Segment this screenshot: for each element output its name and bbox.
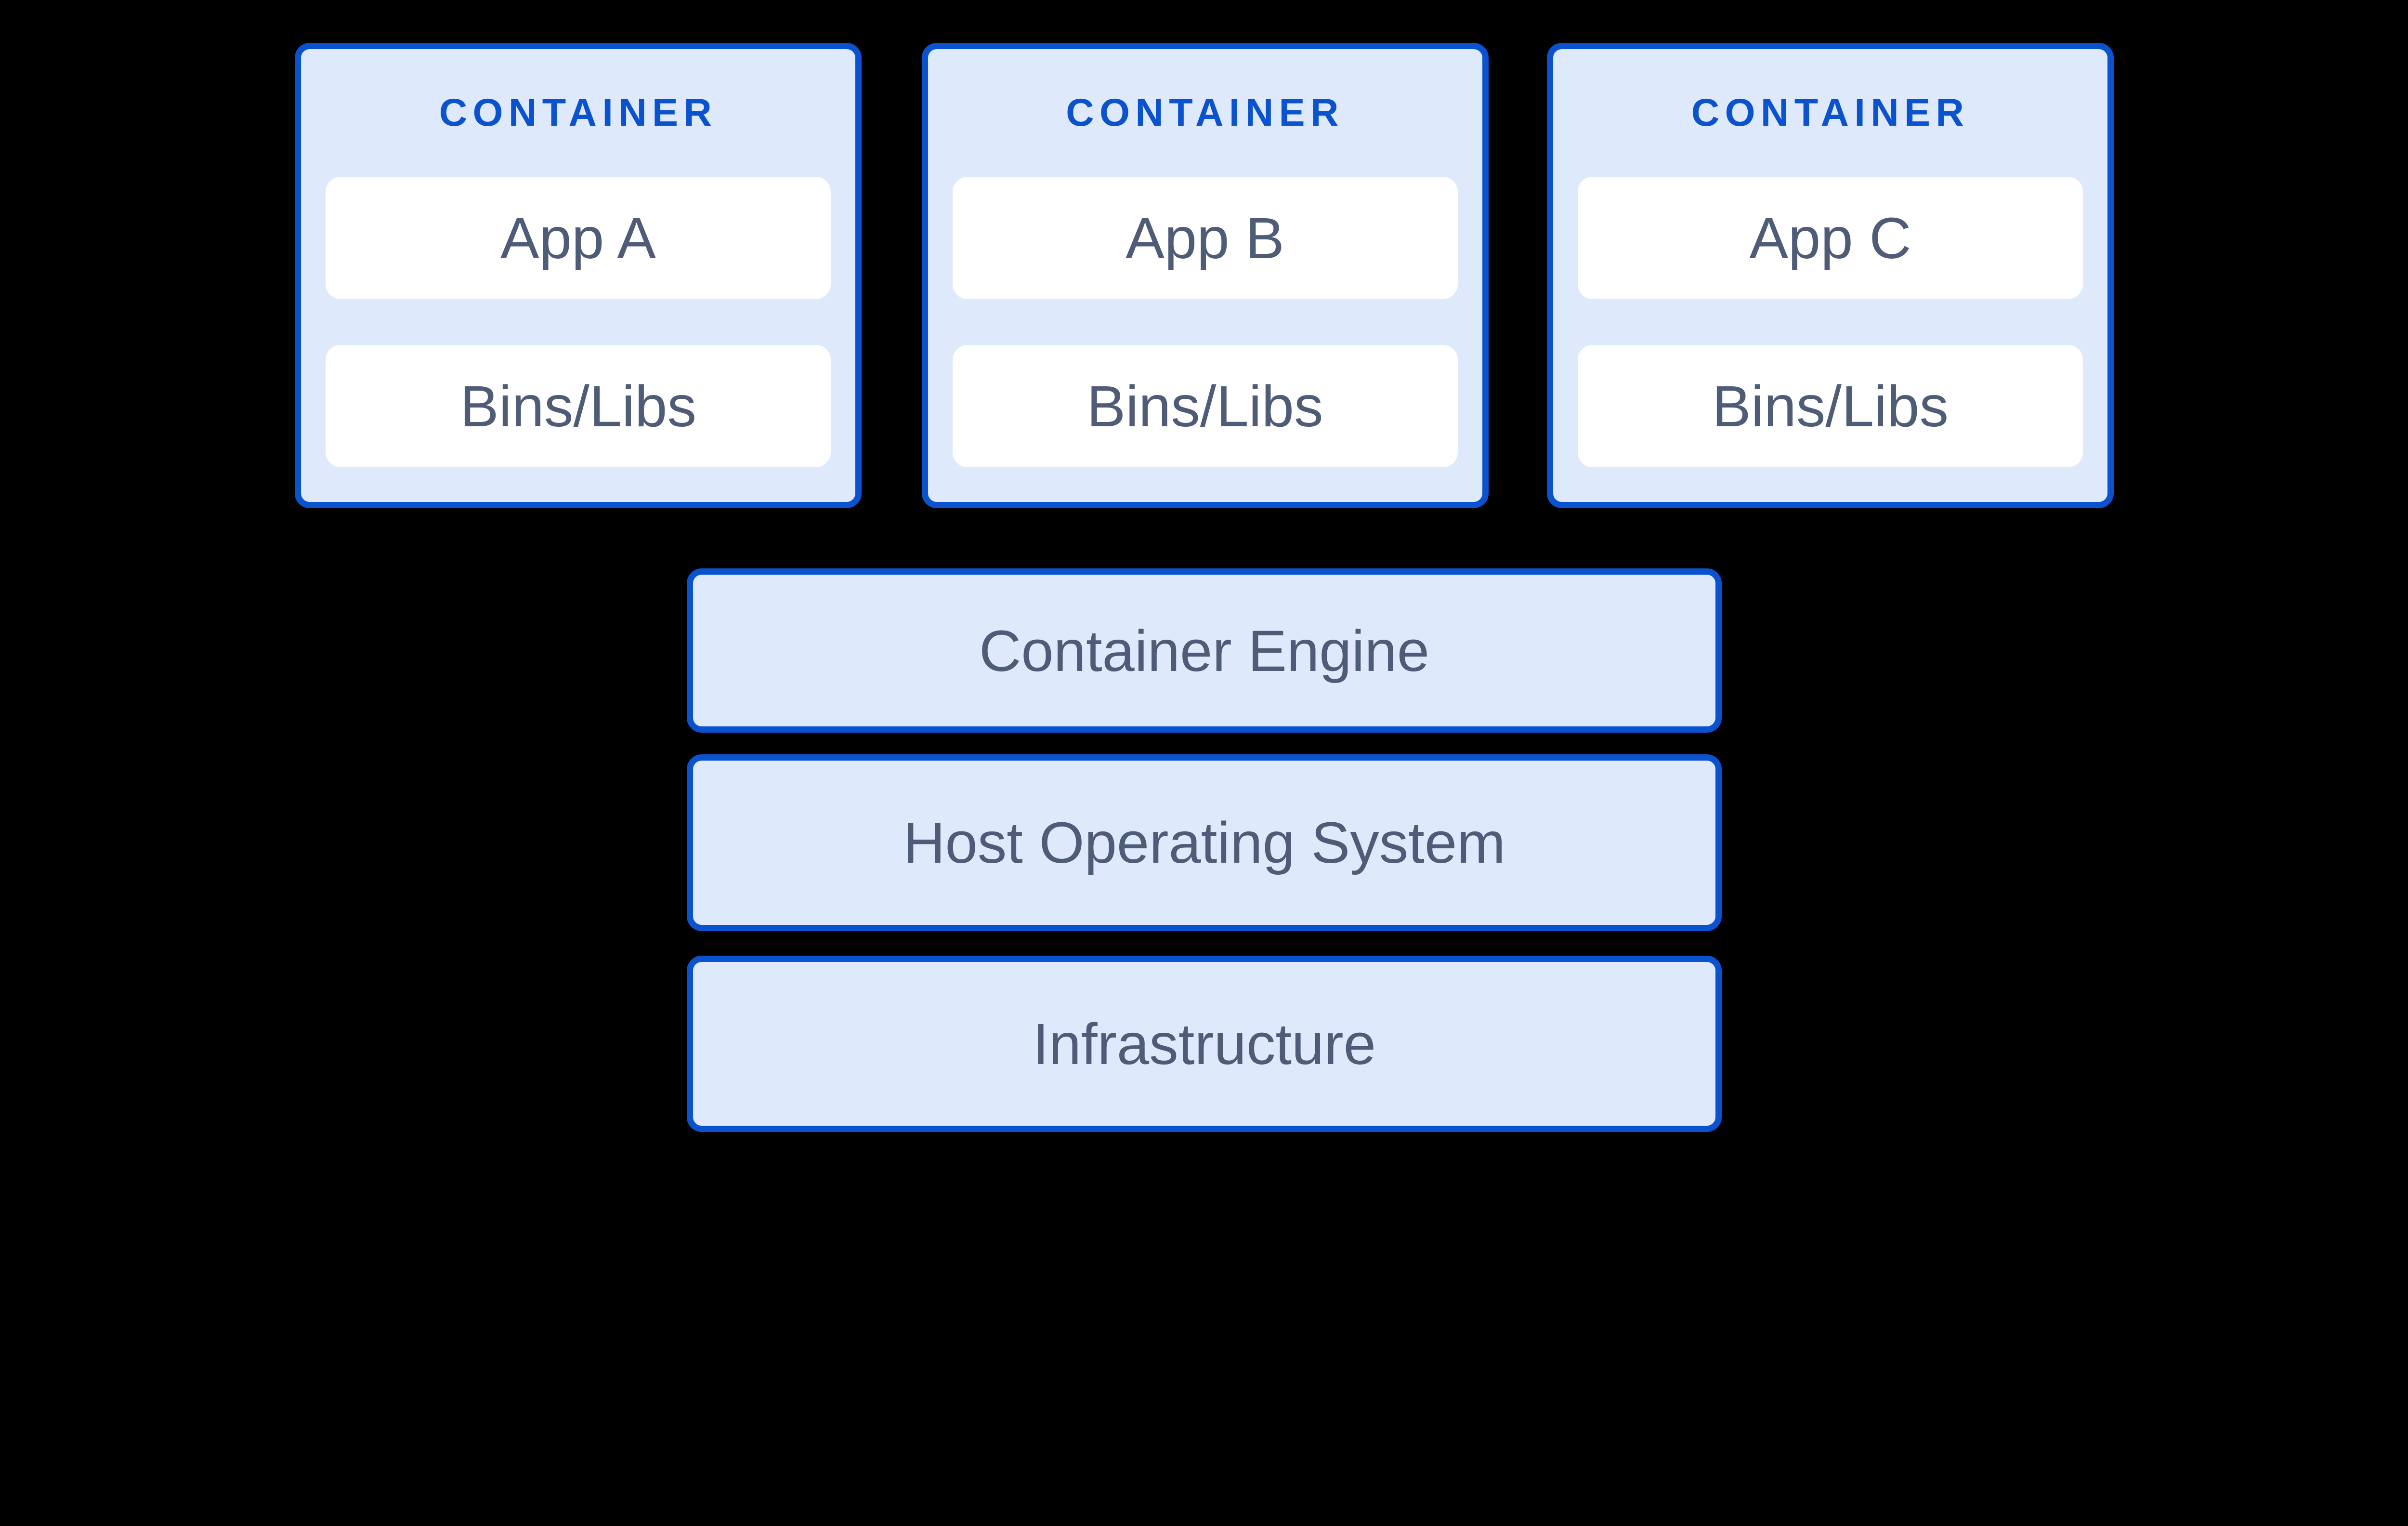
- container-card-b: CONTAINER App B Bins/Libs: [921, 43, 1489, 509]
- bins-libs-box-b: Bins/Libs: [952, 344, 1458, 467]
- container-card-c: CONTAINER App C Bins/Libs: [1547, 43, 2114, 509]
- app-c-box: App C: [1578, 177, 2083, 299]
- container-engine-layer: Container Engine: [687, 568, 1722, 733]
- container-card-a-title: CONTAINER: [439, 91, 718, 135]
- container-card-c-title: CONTAINER: [1691, 91, 1970, 135]
- app-a-box: App A: [326, 177, 831, 299]
- bins-libs-box-c: Bins/Libs: [1578, 344, 2083, 467]
- container-card-b-title: CONTAINER: [1066, 91, 1344, 135]
- bins-libs-box-a: Bins/Libs: [326, 344, 831, 467]
- app-b-box: App B: [952, 177, 1458, 299]
- infrastructure-layer: Infrastructure: [687, 955, 1722, 1132]
- host-operating-system-layer: Host Operating System: [687, 754, 1722, 931]
- container-architecture-diagram: CONTAINER App A Bins/Libs CONTAINER App …: [295, 43, 2114, 1132]
- container-card-a: CONTAINER App A Bins/Libs: [295, 43, 862, 509]
